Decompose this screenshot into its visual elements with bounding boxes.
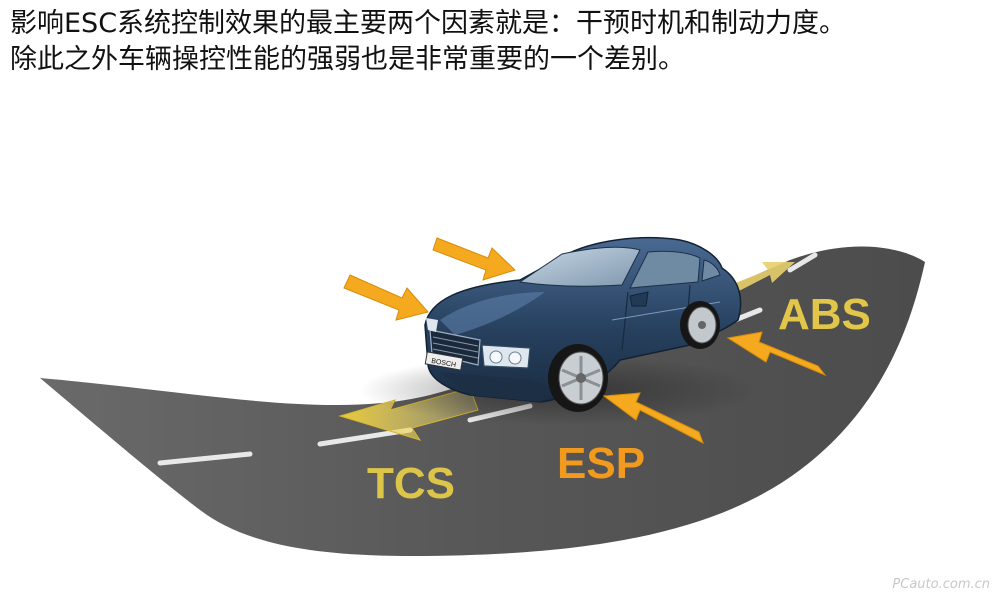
car-license-plate: BOSCH <box>431 358 457 369</box>
tcs-label: TCS <box>367 459 455 508</box>
arrow-esp <box>602 392 704 445</box>
caption-line-2: 除此之外车辆操控性能的强弱也是非常重要的一个差别。 <box>10 44 685 75</box>
caption-line-1: 影响ESC系统控制效果的最主要两个因素就是：干预时机和制动力度。 <box>10 8 847 39</box>
force-arrows <box>343 237 827 445</box>
arrow-rear-right <box>726 331 827 377</box>
esp-label: ESP <box>557 439 645 488</box>
watermark: PCauto.com.cn <box>892 577 990 592</box>
abs-label: ABS <box>778 290 871 339</box>
abs-arrow-graphic <box>730 262 795 292</box>
caption: 影响ESC系统控制效果的最主要两个因素就是：干预时机和制动力度。 除此之外车辆操… <box>10 6 995 78</box>
arrow-front-top <box>432 237 516 281</box>
arrow-front-left <box>343 274 429 321</box>
car-illustration: BOSCH <box>424 237 742 412</box>
